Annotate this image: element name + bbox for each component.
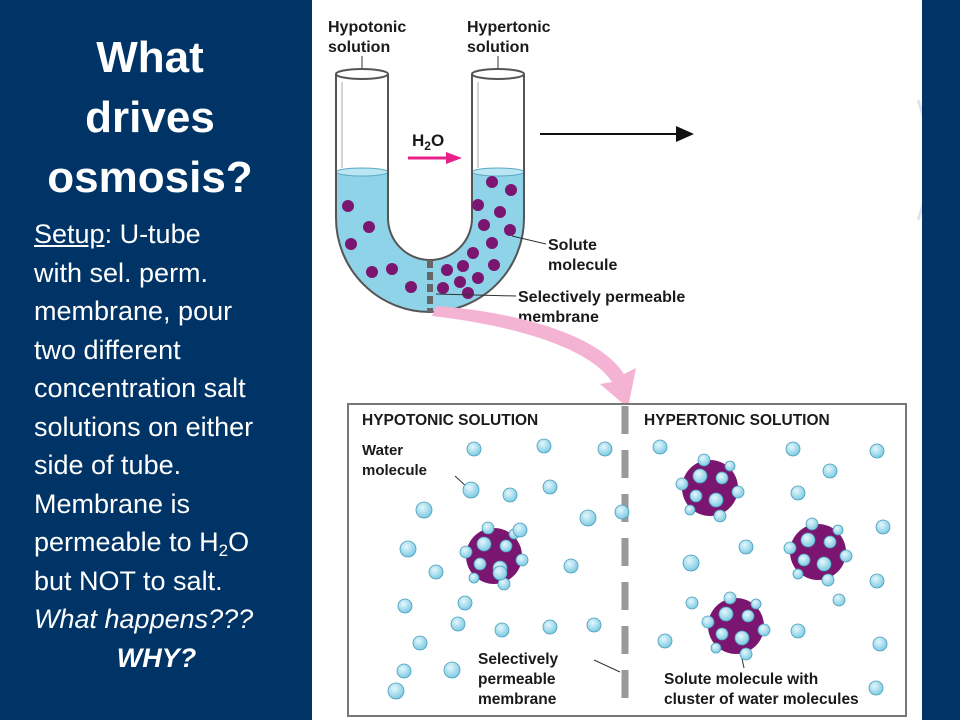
h2o-arrow-head [446,152,462,164]
solute-cluster [783,517,853,587]
solute-dot [488,259,500,271]
zoom-membrane-label-line-2: permeable [478,671,556,688]
body-line-setup: Setup: U-tube [34,215,309,254]
solute-dot [342,200,354,212]
solute-clusters [459,453,853,661]
h2o-subscript: 2 [218,541,229,560]
zoom-arrow [432,306,636,408]
membrane-leader [435,293,517,297]
membrane-label-line-1: Selectively permeable [518,289,685,306]
solute-cluster [675,453,745,523]
left-liquid-surface [335,167,389,177]
solute-dot [363,221,375,233]
solute-dot [462,287,474,299]
setup-label: Setup [34,219,105,249]
solute-dot [478,219,490,231]
solute-dot [386,263,398,275]
right-border-strip [922,0,960,720]
water-label-line-2: molecule [362,462,427,479]
left-panel: What drives osmosis? Setup: U-tube with … [0,0,312,720]
solute-dot [437,282,449,294]
body-line-h2o: permeable to H2O [34,523,309,562]
water-molecules [387,438,891,700]
setup-rest: : U-tube [104,219,201,249]
h2o-suffix: O [228,527,250,557]
tube-solute-molecules [342,176,517,299]
hypotonic-label-line-2: solution [328,39,390,56]
solute-dot [505,184,517,196]
solute-leader [511,235,547,245]
tube-inner-wall [387,74,473,261]
body-line: membrane, pour [34,296,233,326]
body-text: Setup: U-tube with sel. perm. membrane, … [34,215,309,677]
solute-cluster [459,521,529,591]
title-line-3: osmosis? [47,153,253,202]
cluster-label-line-1: Solute molecule with [664,671,818,688]
question-line: What happens??? [34,604,254,634]
solute-dot [472,272,484,284]
solute-dot [472,199,484,211]
osmosis-diagram-svg: Hypotonic solution Hypertonic solution [328,19,931,717]
body-line: but NOT to salt. [34,565,223,596]
title-line-1: What [96,33,204,82]
solute-dot [454,276,466,288]
membrane-label-line-2: membrane [518,309,599,326]
solute-dot [494,206,506,218]
solute-dot [486,176,498,188]
slide-title: What drives osmosis? [0,28,300,208]
title-line-2: drives [85,93,215,142]
solute-dot [345,238,357,250]
body-line: Membrane is [34,488,191,519]
hypertonic-label-line-2: solution [467,39,529,56]
solute-dot [366,266,378,278]
body-line: solutions on either [34,411,254,442]
zoom-membrane-leader [593,659,621,673]
body-line: concentration salt [34,373,246,403]
solute-label-line-1: Solute [548,237,597,254]
right-liquid-surface [471,167,525,177]
solute-cluster [701,591,771,661]
solute-dot [405,281,417,293]
solute-dot [486,237,498,249]
zoom-right-header: HYPERTONIC SOLUTION [644,412,830,429]
zoom-membrane-label-line-1: Selectively [478,651,559,668]
left-tube-opening [335,68,389,80]
zoom-membrane-label-line-3: membrane [478,691,557,708]
solute-dot [504,224,516,236]
hypertonic-label-line-1: Hypertonic [467,19,551,36]
zoom-left-header: HYPOTONIC SOLUTION [362,412,538,429]
body-line: with sel. perm. [34,257,209,288]
solute-dot [457,260,469,272]
h2o-label: H2O [412,131,444,153]
body-line: two different [34,334,181,365]
why-line: WHY? [116,642,197,673]
right-tube-opening [471,68,525,80]
osmosis-diagram: Hypotonic solution Hypertonic solution [312,0,931,720]
body-line: side of tube. [34,450,182,480]
decorative-arc [916,99,931,221]
solute-dot [441,264,453,276]
cluster-label-line-2: cluster of water molecules [664,691,859,708]
hypotonic-label-line-1: Hypotonic [328,19,406,36]
solute-dot [467,247,479,259]
solute-label-line-2: molecule [548,257,617,274]
water-label-line-1: Water [362,442,403,459]
h2o-prefix: permeable to H [34,527,219,557]
